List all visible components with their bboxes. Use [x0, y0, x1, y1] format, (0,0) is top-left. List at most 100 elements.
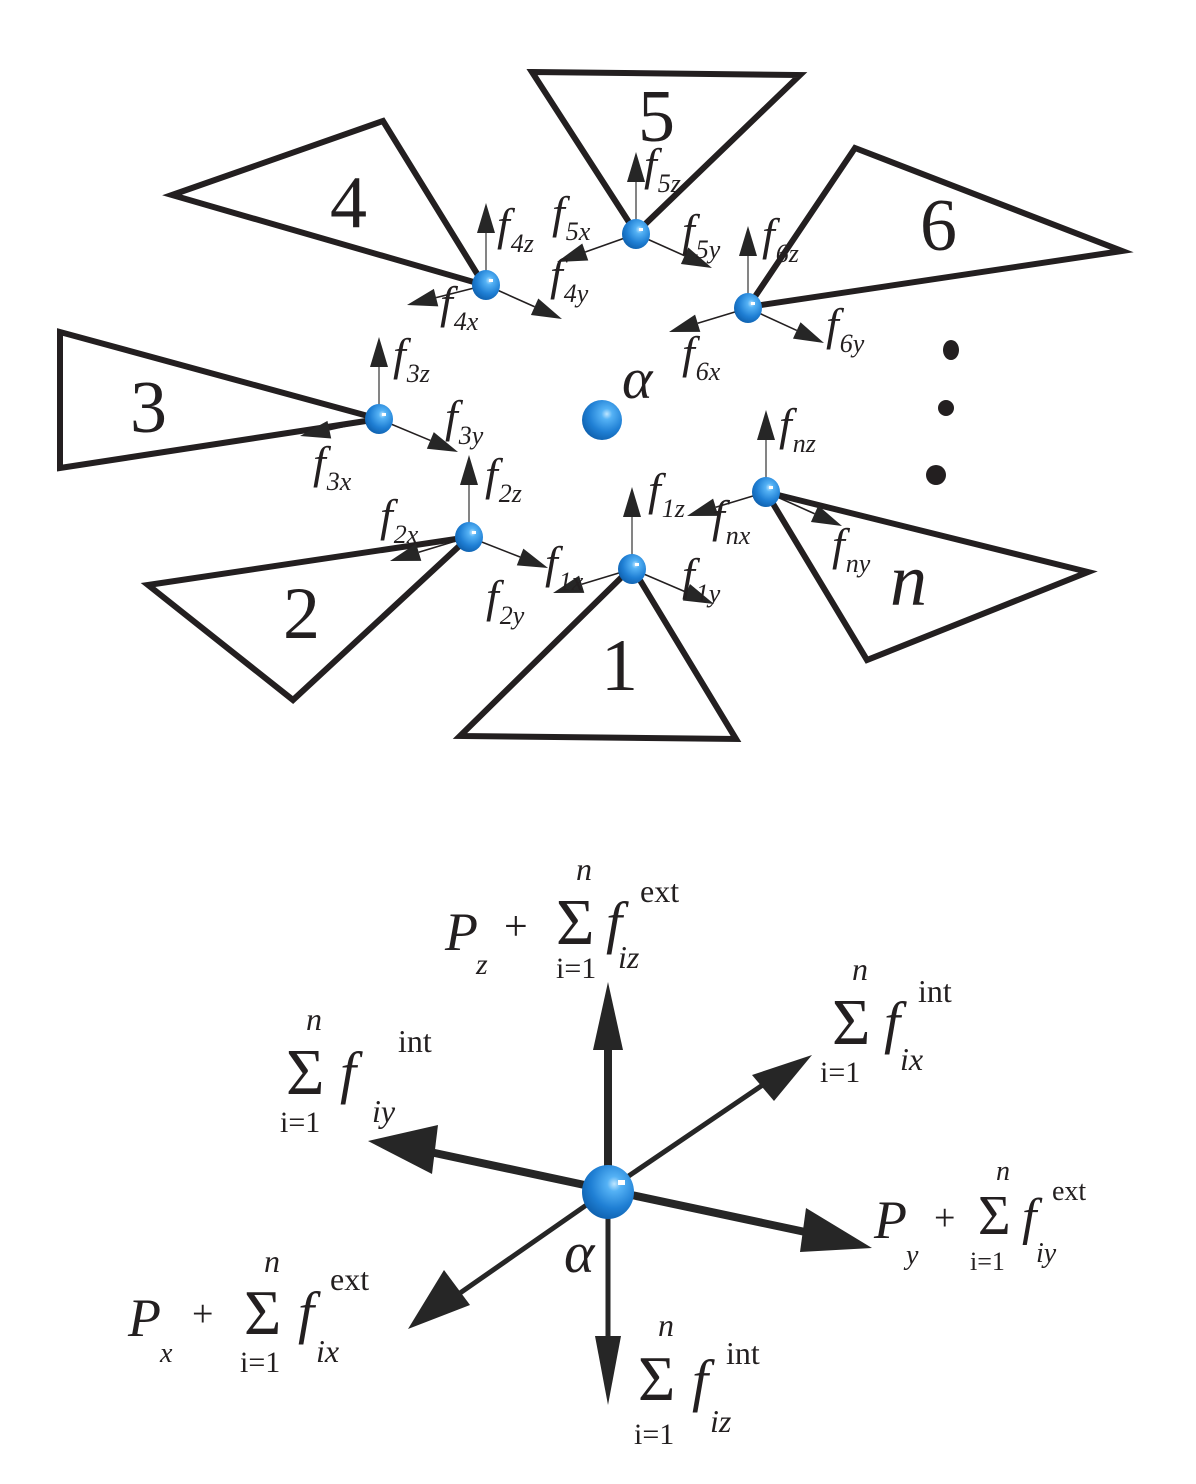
- node-highlight: [635, 563, 639, 566]
- force-subscript: 3x: [326, 467, 352, 496]
- x-int-arrow-head: [752, 1055, 812, 1101]
- force-subscript: 6x: [696, 357, 721, 386]
- leg-3-triangle: [57, 328, 380, 472]
- f-2z-arrow-head: [460, 455, 478, 485]
- eq-prefix-sub: z: [475, 948, 488, 981]
- eq-x-ext: P x + n Σ i=1 f ext ix: [127, 1243, 369, 1379]
- f-4y-arrow-head: [530, 298, 562, 319]
- eq-sum-bottom: i=1: [280, 1106, 320, 1139]
- eq-sigma: Σ: [556, 886, 594, 959]
- eq-sup: int: [398, 1023, 432, 1059]
- f-3z-arrow-head: [370, 337, 388, 367]
- eq-z-int: n Σ i=1 f int iz: [634, 1307, 760, 1451]
- ellipsis-dots: [926, 340, 959, 485]
- eq-sum-bottom: i=1: [556, 952, 596, 985]
- z-down-arrow-head: [595, 1336, 621, 1405]
- bottom-diagram: α P z + n Σ i=1 f ext iz n Σ i=1 f int i…: [127, 851, 1086, 1451]
- f-2x-label: f2x: [380, 490, 419, 549]
- node-highlight: [751, 302, 755, 305]
- f-6x-arrow-head: [669, 314, 701, 332]
- eq-sup: int: [918, 973, 952, 1009]
- node-highlight: [639, 228, 643, 231]
- f-4x-arrow-head: [407, 288, 439, 307]
- f-nz-label: fnz: [779, 399, 816, 458]
- f-3y-arrow-head: [426, 432, 458, 452]
- force-subscript: 2y: [500, 601, 525, 630]
- force-subscript: 5x: [566, 217, 591, 246]
- f-6z-arrow-head: [739, 226, 757, 256]
- x-int-arrow-shaft: [606, 1077, 772, 1193]
- f-4z-arrow-head: [477, 203, 495, 233]
- f-ny-arrow-head: [810, 505, 842, 526]
- y-int-arrow-head: [368, 1125, 438, 1174]
- f-5x-arrow-head: [557, 243, 589, 262]
- leg-1-number: 1: [601, 625, 638, 707]
- leg-n-node: [752, 477, 780, 507]
- f-nz-arrow-head: [757, 410, 775, 440]
- body-center-node: [582, 400, 622, 440]
- eq-sub: ix: [900, 1041, 923, 1077]
- node-highlight: [769, 486, 773, 489]
- f-3z-label: f3z: [393, 329, 430, 388]
- eq-sum-top: n: [264, 1243, 280, 1279]
- leg-5-number: 5: [638, 76, 675, 158]
- leg-2-node: [455, 522, 483, 552]
- eq-prefix: P: [444, 902, 478, 962]
- force-subscript: 1y: [696, 579, 721, 608]
- leg-5-node: [622, 219, 650, 249]
- force-subscript: 1x: [559, 567, 584, 596]
- eq-sup: ext: [640, 873, 679, 909]
- f-1x-label: f1x: [545, 537, 584, 596]
- force-subscript: 1z: [662, 494, 685, 523]
- eq-sub: iz: [710, 1403, 732, 1439]
- force-subscript: nx: [726, 521, 751, 550]
- eq-sigma: Σ: [978, 1185, 1011, 1247]
- f-5y-arrow-head: [680, 247, 712, 268]
- f-5y-label: f5y: [682, 205, 721, 264]
- eq-sub: iz: [618, 939, 640, 975]
- f-6y-arrow-head: [792, 322, 824, 343]
- eq-sum-bottom: i=1: [970, 1247, 1005, 1276]
- f-ny-label: fny: [832, 519, 871, 578]
- f-1x-arrow-head: [553, 575, 585, 593]
- bottom-body-node: [582, 1165, 634, 1219]
- f-6x-label: f6x: [682, 327, 721, 386]
- f-4z-label: f4z: [497, 199, 534, 258]
- leg-5-triangle: [526, 68, 808, 238]
- ellipsis-dot: [943, 340, 959, 360]
- force-subscript: 5y: [696, 235, 721, 264]
- leg-n-forces: [687, 410, 842, 526]
- leg-4-number: 4: [330, 162, 367, 244]
- eq-z-up: P z + n Σ i=1 f ext iz: [444, 851, 679, 985]
- f-5z-arrow-head: [627, 152, 645, 182]
- eq-sub: ix: [316, 1333, 339, 1369]
- f-6y-label: f6y: [826, 299, 865, 358]
- node-highlight: [489, 279, 493, 282]
- force-subscript: 6y: [840, 329, 865, 358]
- leg-3-forces: [300, 337, 458, 452]
- leg-1-triangle: [452, 562, 742, 743]
- f-nx-arrow-head: [687, 498, 719, 516]
- leg-n-triangle: [759, 487, 1098, 664]
- eq-sum-bottom: i=1: [820, 1056, 860, 1089]
- x-ext-arrow-shaft: [448, 1187, 610, 1303]
- leg-3-number: 3: [130, 367, 167, 449]
- eq-sum-bottom: i=1: [634, 1418, 674, 1451]
- y-ext-arrow-shaft: [607, 1186, 811, 1237]
- x-ext-arrow-head: [408, 1270, 470, 1329]
- force-subscript: ny: [846, 549, 871, 578]
- f-nx-label: fnx: [712, 491, 751, 550]
- eq-sup: int: [726, 1335, 760, 1371]
- z-up-arrow-head: [593, 982, 623, 1050]
- leg-2-number: 2: [283, 573, 320, 655]
- node-highlight: [382, 413, 386, 416]
- eq-plus: +: [192, 1293, 213, 1335]
- eq-x-int: n Σ i=1 f int ix: [820, 951, 952, 1089]
- leg-6-triangle: [741, 144, 1134, 311]
- f-3y-label: f3y: [445, 391, 484, 450]
- eq-sigma: Σ: [244, 1277, 281, 1348]
- eq-prefix-sub: y: [903, 1240, 919, 1271]
